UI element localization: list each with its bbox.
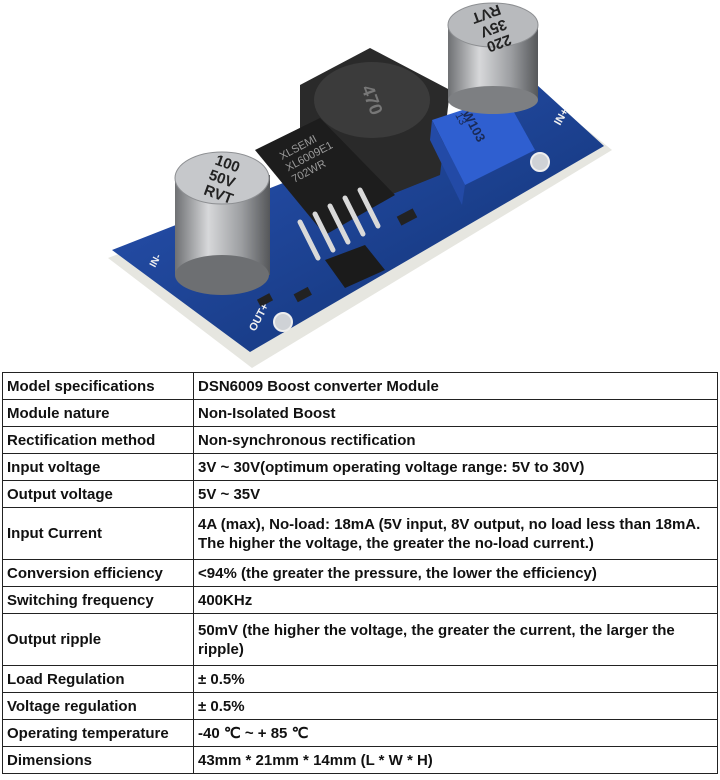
spec-row: Model specifications DSN6009 Boost conve… bbox=[2, 372, 718, 400]
spec-row: Module nature Non-Isolated Boost bbox=[2, 399, 718, 427]
spec-label: Conversion efficiency bbox=[2, 559, 194, 587]
spec-row: Conversion efficiency <94% (the greater … bbox=[2, 559, 718, 587]
spec-label: Output ripple bbox=[2, 613, 194, 666]
pot-text: 13 bbox=[452, 111, 468, 127]
spec-value: 3V ~ 30V(optimum operating voltage range… bbox=[193, 453, 718, 481]
spec-value: 50mV (the higher the voltage, the greate… bbox=[193, 613, 718, 666]
spec-value: 5V ~ 35V bbox=[193, 480, 718, 508]
spec-value: ± 0.5% bbox=[193, 665, 718, 693]
spec-value: Non-Isolated Boost bbox=[193, 399, 718, 427]
smd-resistor bbox=[396, 208, 418, 226]
spec-value: <94% (the greater the pressure, the lowe… bbox=[193, 559, 718, 587]
spec-label: Voltage regulation bbox=[2, 692, 194, 720]
spec-label: Switching frequency bbox=[2, 586, 194, 614]
spec-row: Load Regulation ± 0.5% bbox=[2, 665, 718, 693]
capacitor-left: 100 50V RVT bbox=[174, 151, 270, 295]
capacitor-right: 220 35V RVT bbox=[447, 0, 539, 114]
spec-value: 400KHz bbox=[193, 586, 718, 614]
spec-value: Non-synchronous rectification bbox=[193, 426, 718, 454]
ic-chip: XLSEMI XL6009E1 702WR bbox=[255, 118, 395, 261]
spec-value: DSN6009 Boost converter Module bbox=[193, 372, 718, 400]
spec-row: Operating temperature -40 ℃ ~ + 85 ℃ bbox=[2, 719, 718, 747]
product-photo: 470 XLSEMI XL6009E1 702WR W103 13 bbox=[108, 0, 612, 368]
spec-value: 43mm * 21mm * 14mm (L * W * H) bbox=[193, 746, 718, 774]
spec-label: Operating temperature bbox=[2, 719, 194, 747]
spec-row: Dimensions 43mm * 21mm * 14mm (L * W * H… bbox=[2, 746, 718, 774]
spec-label: Module nature bbox=[2, 399, 194, 427]
spec-row: Switching frequency 400KHz bbox=[2, 586, 718, 614]
smd-resistor bbox=[256, 293, 274, 307]
spec-label: Output voltage bbox=[2, 480, 194, 508]
svg-text:100 50V RVT: 100 50V RVT bbox=[201, 152, 247, 209]
mount-hole bbox=[273, 312, 293, 332]
spec-label: Dimensions bbox=[2, 746, 194, 774]
spec-value: 4A (max), No-load: 18mA (5V input, 8V ou… bbox=[193, 507, 718, 560]
mount-hole bbox=[530, 152, 550, 172]
diode bbox=[325, 245, 385, 288]
spec-row: Output ripple 50mV (the higher the volta… bbox=[2, 613, 718, 666]
spec-row: Rectification method Non-synchronous rec… bbox=[2, 426, 718, 454]
spec-table: Model specifications DSN6009 Boost conve… bbox=[2, 372, 718, 774]
smd-resistor bbox=[293, 286, 312, 303]
spec-label: Model specifications bbox=[2, 372, 194, 400]
spec-row: Input Current 4A (max), No-load: 18mA (5… bbox=[2, 507, 718, 560]
spec-row: Input voltage 3V ~ 30V(optimum operating… bbox=[2, 453, 718, 481]
spec-label: Load Regulation bbox=[2, 665, 194, 693]
spec-value: ± 0.5% bbox=[193, 692, 718, 720]
spec-label: Input voltage bbox=[2, 453, 194, 481]
spec-label: Rectification method bbox=[2, 426, 194, 454]
spec-row: Voltage regulation ± 0.5% bbox=[2, 692, 718, 720]
spec-label: Input Current bbox=[2, 507, 194, 560]
spec-row: Output voltage 5V ~ 35V bbox=[2, 480, 718, 508]
spec-value: -40 ℃ ~ + 85 ℃ bbox=[193, 719, 718, 747]
